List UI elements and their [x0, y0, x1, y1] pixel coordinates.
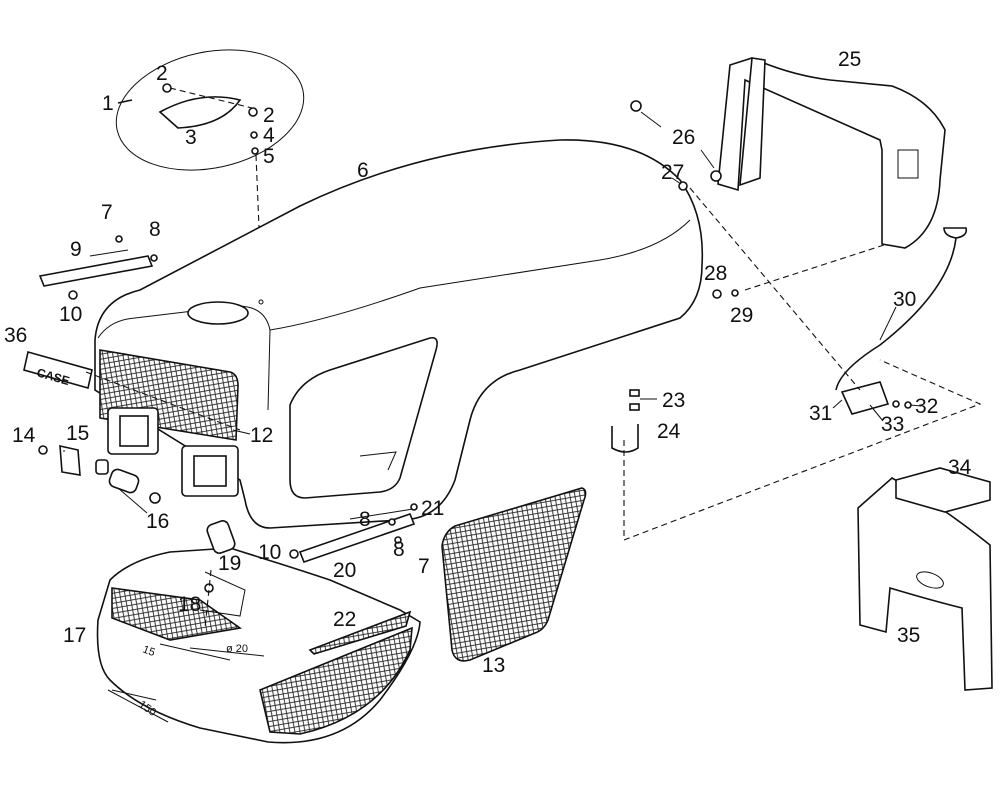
- support-bar-upper: [38, 255, 154, 287]
- leader-lines: [63, 111, 922, 520]
- label-5: 5: [263, 145, 275, 168]
- label-13: 13: [482, 654, 505, 677]
- u-bolt-shape: [611, 424, 639, 453]
- label-7a: 7: [101, 201, 113, 224]
- emblem-shape: [23, 351, 93, 389]
- label-10a: 10: [59, 303, 82, 326]
- label-25: 25: [838, 48, 861, 71]
- label-23: 23: [662, 389, 685, 412]
- pad-shape: [895, 467, 991, 513]
- support-bar-lower: [298, 512, 416, 564]
- dim-15: 15: [141, 644, 157, 659]
- label-35: 35: [897, 624, 920, 647]
- label-20: 20: [333, 559, 356, 582]
- latch-shape: [840, 381, 890, 415]
- label-9: 9: [70, 238, 82, 261]
- label-12: 12: [250, 424, 273, 447]
- label-15: 15: [66, 422, 89, 445]
- label-10b: 10: [258, 541, 281, 564]
- label-29: 29: [730, 304, 753, 327]
- label-7b: 7: [418, 555, 430, 578]
- label-2a: 2: [156, 62, 168, 85]
- label-8c: 8: [393, 538, 405, 561]
- dimension-lines: 15 ø 20 150: [107, 643, 265, 723]
- rear-frame-group: [717, 57, 946, 249]
- label-28: 28: [704, 262, 727, 285]
- label-27: 27: [661, 161, 684, 184]
- label-4: 4: [263, 124, 275, 147]
- label-26: 26: [672, 126, 695, 149]
- label-21: 21: [421, 497, 444, 520]
- cable-shape: [835, 237, 957, 391]
- connection-lines: [85, 187, 982, 629]
- label-3: 3: [185, 126, 197, 149]
- label-30: 30: [893, 288, 916, 311]
- label-14: 14: [12, 424, 36, 447]
- label-2b: 2: [263, 104, 275, 127]
- side-screen-shape: [441, 487, 587, 662]
- label-18: 18: [178, 593, 201, 616]
- label-36: 36: [4, 324, 27, 347]
- label-32: 32: [915, 395, 938, 418]
- label-16: 16: [146, 510, 169, 533]
- label-31: 31: [809, 402, 832, 425]
- hinge-group: [38, 444, 161, 504]
- label-34: 34: [948, 456, 972, 479]
- label-17: 17: [63, 624, 86, 647]
- label-8b: 8: [359, 508, 371, 531]
- hood-group: [94, 139, 704, 529]
- label-24: 24: [657, 420, 681, 443]
- label-33: 33: [881, 413, 904, 436]
- label-22: 22: [333, 608, 356, 631]
- front-panel-group: [96, 520, 421, 744]
- label-6: 6: [357, 159, 369, 182]
- dim-20: ø 20: [226, 643, 248, 655]
- label-8a: 8: [149, 218, 161, 241]
- part-labels: 1 2 2 3 4 5 6 7 8 9 10 12 13 14 15 16 17…: [4, 48, 972, 677]
- dash-panel-shape: [857, 477, 993, 691]
- label-19: 19: [218, 552, 241, 575]
- label-1: 1: [102, 92, 114, 115]
